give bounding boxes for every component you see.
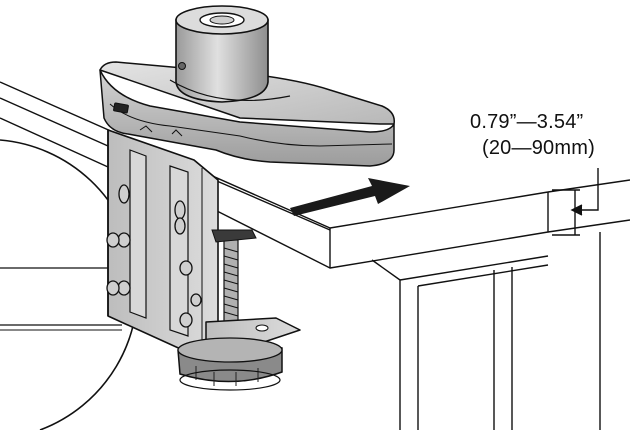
thickness-dimension: [552, 168, 599, 236]
thickness-range-mm: (20—90mm): [482, 137, 595, 159]
thickness-range-inches: 0.79”—3.54”: [470, 111, 584, 133]
threaded-rod: [211, 229, 257, 323]
tightening-knob: [177, 337, 283, 391]
arrow-right-icon: [290, 178, 410, 216]
plate-screws: [106, 184, 202, 328]
pole-socket: [169, 5, 291, 103]
